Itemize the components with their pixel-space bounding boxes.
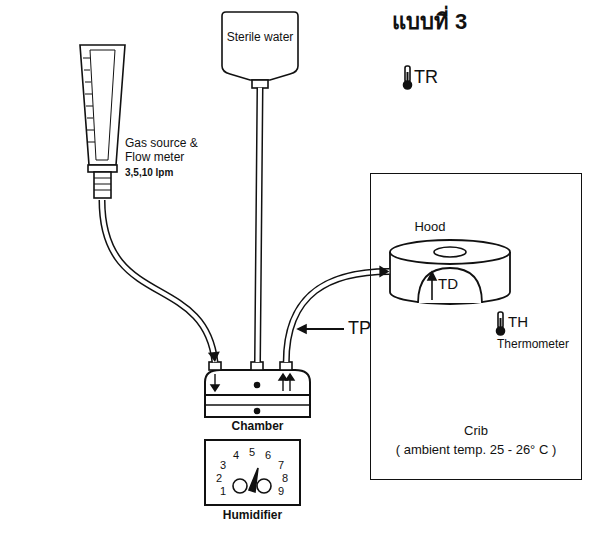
node-text: Sterile water	[220, 30, 300, 44]
tube-connector	[258, 88, 261, 362]
flow-nozzle	[94, 172, 111, 198]
node-text: Humidifier	[205, 508, 300, 522]
dial-number: 5	[249, 446, 255, 458]
thermometer-icon	[404, 66, 412, 89]
chamber-dot	[255, 409, 260, 414]
hood-opening	[418, 268, 482, 303]
humidifier-chamber: Chamber	[200, 362, 315, 436]
dial-number: 7	[278, 459, 284, 471]
tube-connector	[102, 200, 220, 362]
outlet-port	[280, 362, 292, 370]
water-bag	[222, 12, 298, 80]
tube-connector	[286, 265, 389, 362]
water-bag: Sterile water	[220, 10, 300, 80]
tube-inner	[258, 88, 261, 362]
temp-label: TH	[508, 314, 528, 331]
chamber-dot	[255, 383, 260, 388]
chamber-base	[205, 395, 310, 417]
node-text: Gas source & Flow meter	[125, 136, 210, 165]
flow-meter	[80, 45, 125, 165]
dial-number: 6	[265, 449, 271, 461]
inlet-port	[209, 362, 221, 370]
td-arrow	[431, 278, 433, 300]
tube-arrowhead	[208, 351, 220, 362]
dial-number: 2	[216, 472, 222, 484]
tp-arrowhead	[298, 325, 306, 333]
node-text: Hood	[414, 219, 514, 234]
hood-hole	[434, 247, 466, 257]
knob	[233, 479, 247, 493]
water-port	[251, 362, 263, 370]
tube-arrowhead	[379, 265, 389, 277]
dial-number: 8	[282, 472, 288, 484]
crib-box: Crib ( ambient temp. 25 - 26° C ) Hood	[370, 173, 582, 480]
tube-inner	[286, 271, 389, 362]
temp-label: TD	[438, 276, 458, 293]
hood: Hood	[389, 217, 514, 307]
node-text: Crib	[464, 423, 488, 438]
bag-neck	[252, 80, 268, 88]
node-text: Chamber	[200, 419, 315, 433]
diagram-title: แบบที่ 3	[392, 10, 467, 34]
chamber-dome	[205, 370, 310, 395]
thermometer-icon	[497, 312, 505, 335]
dial-pointer	[249, 468, 258, 492]
td-arrowhead	[428, 272, 436, 280]
humidifier-box	[205, 440, 300, 505]
flow-ticks	[83, 58, 95, 142]
flow-meter: Gas source & Flow meter 3,5,10 lpm	[75, 40, 210, 200]
dial-number: 1	[220, 485, 226, 497]
dial-number: 4	[233, 449, 239, 461]
tp-arrow	[304, 328, 344, 330]
flow-tube	[90, 50, 115, 160]
chamber-water-line	[205, 404, 310, 406]
tube-inner	[102, 200, 215, 362]
knob	[257, 479, 271, 493]
nozzle-ridges	[94, 178, 111, 190]
temp-label: TP	[348, 319, 371, 339]
tube-outline	[102, 200, 215, 362]
dial-number: 3	[220, 459, 226, 471]
node-text: 3,5,10 lpm	[125, 167, 210, 178]
tube-outline	[286, 271, 389, 362]
hood-top	[390, 240, 510, 264]
tube-outline	[258, 88, 261, 362]
node-text: ( ambient temp. 25 - 26° C )	[396, 442, 557, 457]
flow-collar	[88, 165, 117, 172]
flow-arrows	[211, 374, 294, 391]
dial-number: 9	[278, 485, 284, 497]
temp-label: TR	[414, 68, 438, 88]
part-label: Thermometer	[497, 338, 569, 351]
